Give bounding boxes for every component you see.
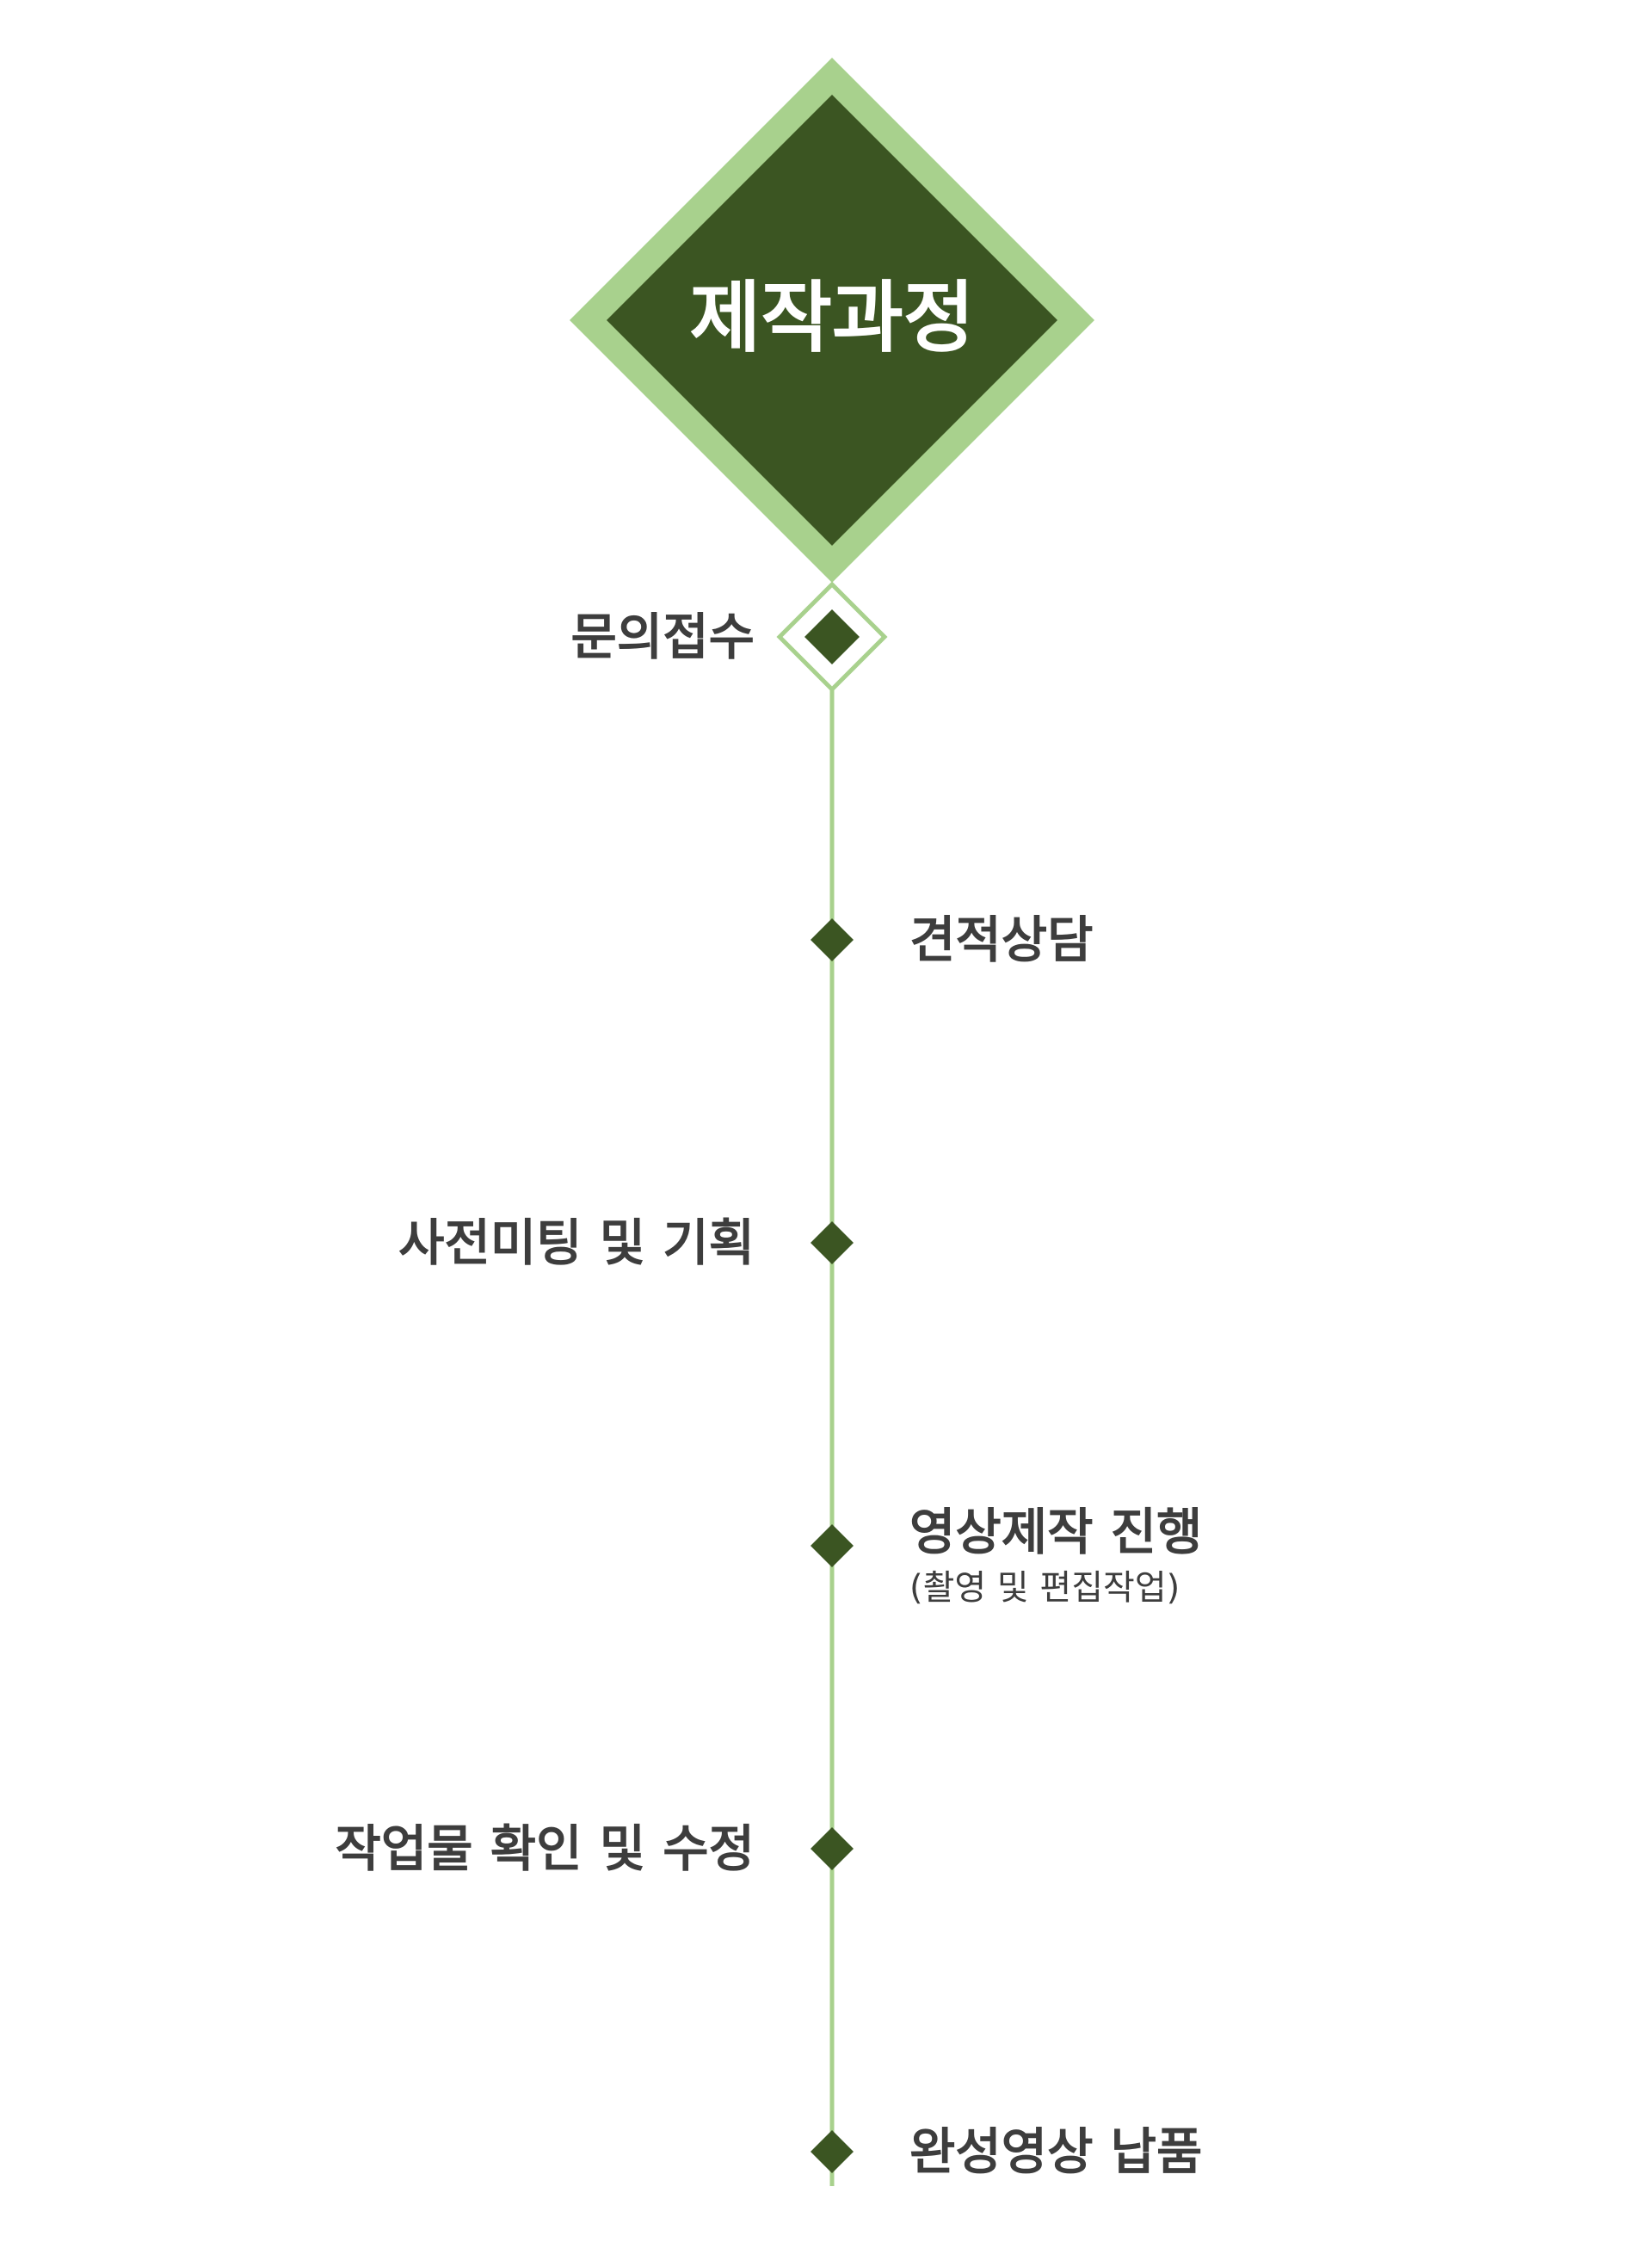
step-label: 영상제작 진행 (909, 1503, 1202, 1561)
step-marker (811, 1221, 854, 1264)
step-marker (811, 918, 854, 961)
step-sublabel: (촬영 및 편집작업) (909, 1568, 1180, 1608)
process-title: 제작과정 (689, 273, 974, 363)
timeline-step: 작업물 확인 및 수정 (336, 1819, 854, 1878)
timeline-step: 영상제작 진행 (촬영 및 편집작업) (811, 1503, 1202, 1608)
timeline-step: 완성영상 납품 (811, 2122, 1202, 2181)
timeline-step: 문의접수 (571, 581, 888, 693)
step-label: 작업물 확인 및 수정 (336, 1819, 755, 1878)
step-label: 견적상담 (909, 911, 1093, 969)
title-diamond-inner (607, 95, 1057, 546)
step-marker (811, 1827, 854, 1870)
step-marker (811, 1524, 854, 1567)
title-diamond: 제작과정 (570, 58, 1094, 583)
step-label: 문의접수 (571, 608, 755, 666)
timeline-step: 견적상담 (811, 911, 1093, 969)
step-marker (811, 2130, 854, 2173)
step-label: 사전미팅 및 기획 (398, 1214, 755, 1272)
timeline-step: 사전미팅 및 기획 (398, 1214, 854, 1272)
step-label: 완성영상 납품 (909, 2122, 1202, 2181)
step-marker (804, 609, 860, 664)
